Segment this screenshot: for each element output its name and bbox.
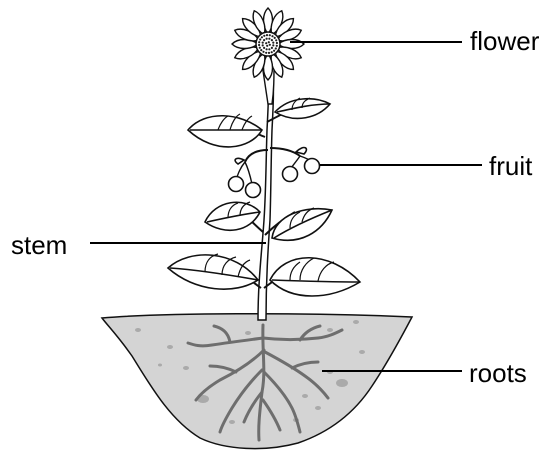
fruit-2 xyxy=(246,183,261,198)
seed-dot xyxy=(276,45,278,47)
seed-dot xyxy=(269,44,271,46)
seed-dot xyxy=(262,44,264,46)
seed-dot xyxy=(268,38,270,40)
fruits xyxy=(229,148,320,198)
leaf-lower-left xyxy=(168,254,258,289)
seed-dot xyxy=(263,39,265,41)
seed-dot xyxy=(265,42,267,44)
seed-dot xyxy=(271,39,273,41)
flower xyxy=(232,8,304,104)
seed-dot xyxy=(272,42,274,44)
seed-dot xyxy=(258,44,260,46)
fruit-label: fruit xyxy=(489,153,532,179)
seed-dot xyxy=(261,36,263,38)
seed-dot xyxy=(271,51,273,53)
seed-dot xyxy=(276,42,278,44)
seed-dot xyxy=(265,52,267,54)
soil xyxy=(102,314,412,449)
seed-dot xyxy=(268,52,270,54)
seed-dot xyxy=(274,37,276,39)
fruit-4 xyxy=(305,159,320,174)
seed-dot xyxy=(260,49,262,51)
seed-dot xyxy=(271,47,273,49)
seed-dot xyxy=(266,34,268,36)
seed-dot xyxy=(273,50,275,52)
seed-dot xyxy=(263,47,265,49)
seed-dot xyxy=(266,38,268,40)
seed-dot xyxy=(262,42,264,44)
seed-dot xyxy=(259,47,261,49)
leaf-upper-right xyxy=(275,98,330,118)
seed-dot xyxy=(262,51,264,53)
seed-dot xyxy=(258,41,260,43)
leaf-lower-right xyxy=(270,258,360,296)
seed-dot xyxy=(259,38,261,40)
leaf-upper-left xyxy=(188,114,262,147)
seed-dot xyxy=(272,44,274,46)
flower-center xyxy=(256,32,280,56)
seed-dot xyxy=(263,35,265,37)
seed-dot xyxy=(266,48,268,50)
leaf-middle-right xyxy=(272,208,332,240)
seed-dot xyxy=(268,41,270,43)
seed-dot xyxy=(269,34,271,36)
fruit-3 xyxy=(283,167,298,182)
seed-dot xyxy=(266,45,268,47)
seed-dot xyxy=(275,47,277,49)
flower-label: flower xyxy=(470,28,539,54)
seed-dot xyxy=(275,39,277,41)
seed-dot xyxy=(271,35,273,37)
stem-label: stem xyxy=(11,232,67,258)
leaf-middle-left xyxy=(205,202,260,230)
roots-label: roots xyxy=(469,360,527,386)
seed-dot xyxy=(268,48,270,50)
fruit-1 xyxy=(229,177,244,192)
